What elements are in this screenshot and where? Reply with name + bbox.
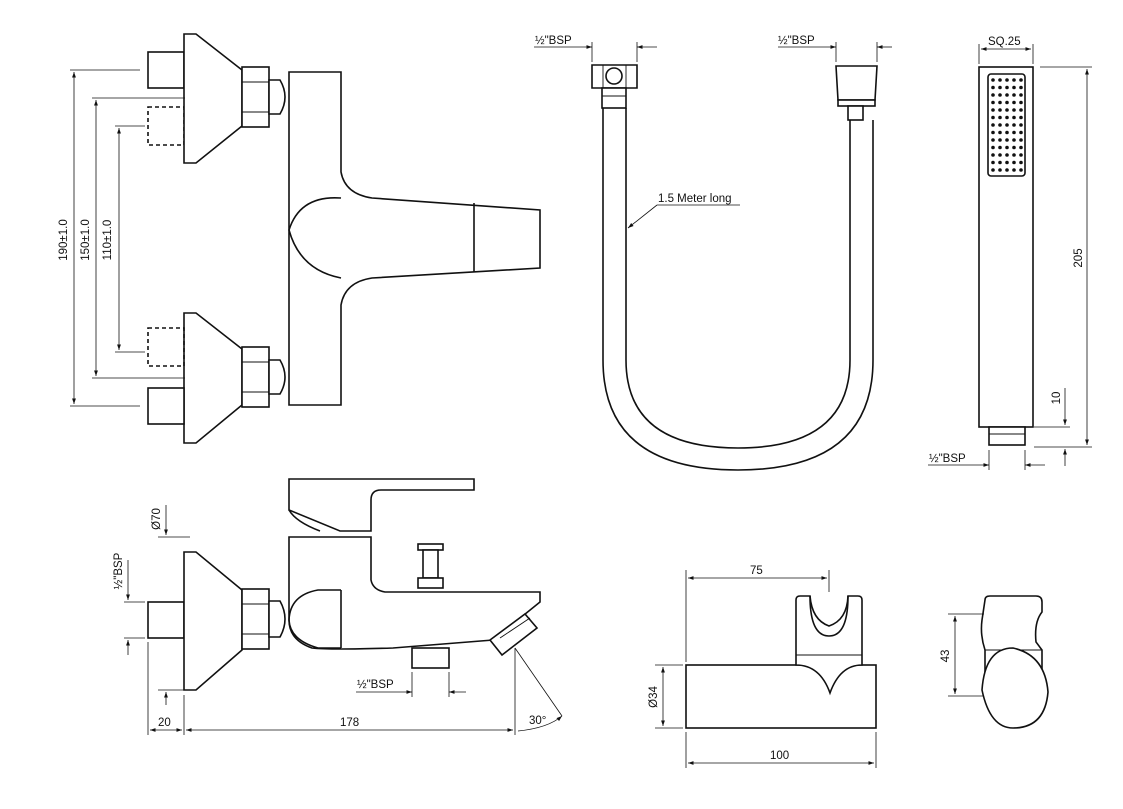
- shower-holder-front: 75 Ø34 100: [648, 565, 877, 768]
- nozzle-dot: [1005, 78, 1009, 82]
- nozzle-dot: [1019, 138, 1023, 142]
- side-view: Ø70 ½"BSP ½"BSP 20 178 30°: [113, 478, 563, 735]
- nozzle-dot: [991, 85, 995, 90]
- nozzle-dot: [1019, 108, 1023, 112]
- nozzle-dot: [1012, 153, 1016, 157]
- nozzle-dot: [998, 123, 1002, 127]
- nozzle-dot: [1019, 168, 1023, 172]
- nozzle-dot: [998, 138, 1002, 142]
- nozzle-dot: [1005, 130, 1009, 135]
- nozzle-dot: [991, 168, 995, 172]
- hose-right-bsp-label: ½"BSP: [778, 35, 815, 47]
- hand-shower-length-label: 205: [1073, 248, 1085, 267]
- nozzle-dot: [1019, 130, 1023, 135]
- nozzle-dot: [1019, 153, 1023, 157]
- shower-holder-side: 43: [940, 595, 1049, 729]
- nozzle-dot: [1019, 145, 1023, 150]
- holder-width-bottom-label: 100: [770, 750, 789, 762]
- nozzle-dot: [1019, 100, 1023, 105]
- nozzle-dot: [998, 108, 1002, 112]
- nozzle-dot: [1019, 123, 1023, 127]
- nozzle-dot: [1019, 160, 1023, 165]
- side-angle-label: 30°: [529, 715, 546, 727]
- nozzle-dot: [1005, 123, 1009, 127]
- nozzle-dot: [1019, 115, 1023, 120]
- dim-190-label: 190±1.0: [58, 219, 70, 261]
- nozzle-grid: [991, 78, 1023, 172]
- nozzle-dot: [1012, 130, 1016, 135]
- nozzle-dot: [1005, 100, 1009, 105]
- side-dim-20-label: 20: [158, 717, 171, 729]
- nozzle-dot: [991, 93, 995, 97]
- nozzle-dot: [1005, 160, 1009, 165]
- shower-hose: 1.5 Meter long ½"BSP ½"BSP: [534, 35, 892, 471]
- nozzle-dot: [998, 160, 1002, 165]
- hose-length-label: 1.5 Meter long: [658, 193, 732, 205]
- nozzle-dot: [998, 115, 1002, 120]
- nozzle-dot: [998, 78, 1002, 82]
- nozzle-dot: [998, 153, 1002, 157]
- nozzle-dot: [1012, 100, 1016, 105]
- nozzle-dot: [991, 153, 995, 157]
- nozzle-dot: [1005, 115, 1009, 120]
- nozzle-dot: [1012, 78, 1016, 82]
- dim-150-label: 150±1.0: [80, 219, 92, 261]
- nozzle-dot: [1012, 93, 1016, 97]
- nozzle-dot: [998, 168, 1002, 172]
- nozzle-dot: [991, 130, 995, 135]
- nozzle-dot: [1005, 168, 1009, 172]
- nozzle-dot: [1005, 153, 1009, 157]
- nozzle-dot: [991, 160, 995, 165]
- connector-length-label: 10: [1051, 392, 1063, 405]
- holder-side-height-label: 43: [940, 650, 952, 663]
- nozzle-dot: [991, 145, 995, 150]
- front-view: 190±1.0 150±1.0 110±1.0: [58, 33, 541, 444]
- nozzle-dot: [1012, 138, 1016, 142]
- nozzle-dot: [1019, 78, 1023, 82]
- nozzle-dot: [1012, 145, 1016, 150]
- nozzle-dot: [1005, 85, 1009, 90]
- hand-shower-size-label: SQ.25: [988, 36, 1021, 48]
- nozzle-dot: [991, 123, 995, 127]
- side-dim-70-label: Ø70: [151, 508, 163, 530]
- nozzle-dot: [1012, 160, 1016, 165]
- nozzle-dot: [1012, 115, 1016, 120]
- nozzle-dot: [1005, 93, 1009, 97]
- nozzle-dot: [1012, 85, 1016, 90]
- hand-shower: SQ.25 205 10 ½"BSP: [928, 36, 1092, 470]
- side-dim-178-label: 178: [340, 717, 359, 729]
- hand-shower-bsp-label: ½"BSP: [929, 453, 966, 465]
- nozzle-dot: [998, 93, 1002, 97]
- nozzle-dot: [998, 100, 1002, 105]
- nozzle-dot: [998, 145, 1002, 150]
- nozzle-dot: [998, 130, 1002, 135]
- hose-left-bsp-label: ½"BSP: [535, 35, 572, 47]
- nozzle-dot: [1005, 108, 1009, 112]
- nozzle-dot: [1012, 123, 1016, 127]
- nozzle-dot: [1012, 108, 1016, 112]
- nozzle-dot: [991, 108, 995, 112]
- nozzle-dot: [991, 115, 995, 120]
- nozzle-dot: [1005, 145, 1009, 150]
- nozzle-dot: [991, 138, 995, 142]
- dim-110-label: 110±1.0: [102, 220, 114, 261]
- nozzle-dot: [1005, 138, 1009, 142]
- nozzle-dot: [1019, 85, 1023, 90]
- nozzle-dot: [991, 100, 995, 105]
- nozzle-dot: [1019, 93, 1023, 97]
- nozzle-dot: [998, 85, 1002, 90]
- nozzle-dot: [991, 78, 995, 82]
- holder-width-top-label: 75: [750, 565, 763, 577]
- holder-height-label: Ø34: [648, 686, 660, 708]
- side-spout-bsp-label: ½"BSP: [357, 679, 394, 691]
- side-inlet-bsp-label: ½"BSP: [113, 552, 125, 589]
- nozzle-dot: [1012, 168, 1016, 172]
